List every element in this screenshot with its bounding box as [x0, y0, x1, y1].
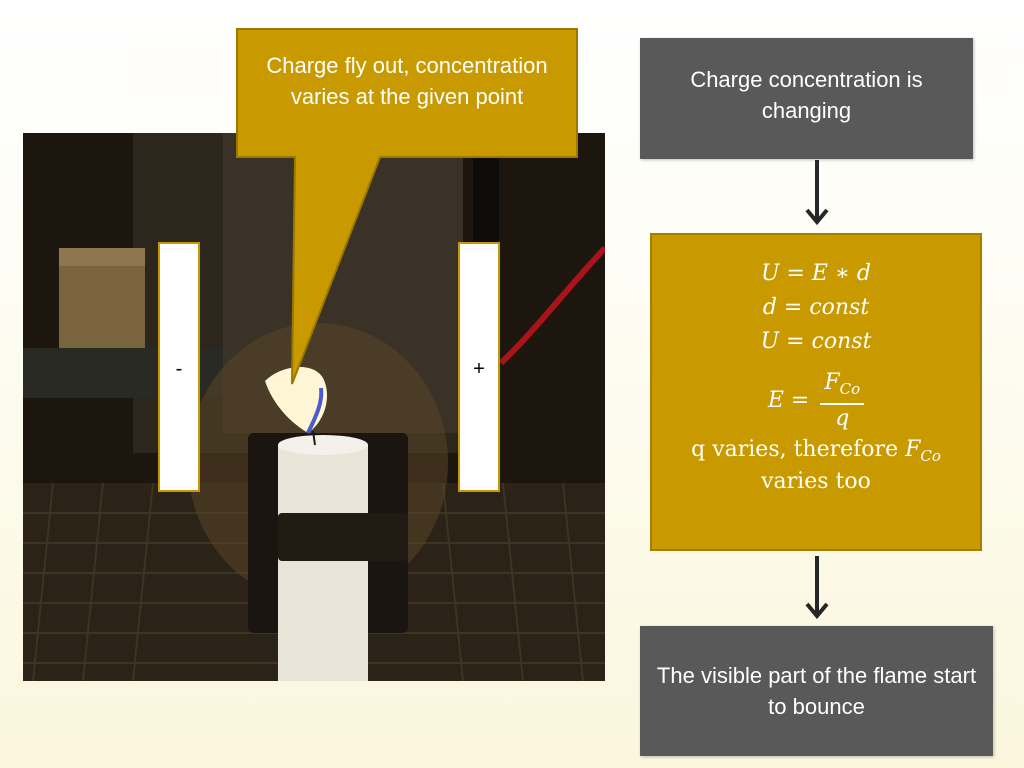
- fraction: FCo q: [820, 369, 865, 433]
- equation-u-equals-ed: U = E ∗ d: [760, 261, 872, 286]
- down-arrow-1: [805, 160, 829, 226]
- charge-concentration-text: Charge concentration is changing: [690, 66, 923, 123]
- equation-e-fraction: E = FCo q: [652, 369, 980, 433]
- q-varies-text: q varies, therefore FCo: [691, 437, 941, 465]
- positive-electrode-label: +: [473, 358, 485, 380]
- callout-text: Charge fly out, concentration varies at …: [266, 53, 548, 109]
- equations-box: U = E ∗ d d = const U = const E = FCo q …: [650, 233, 982, 551]
- equation-d-const: d = const: [762, 295, 870, 320]
- equation-e-lhs: E =: [767, 388, 810, 413]
- candle-photo: [23, 133, 605, 681]
- equation-u-const: U = const: [760, 329, 872, 354]
- charge-concentration-box: Charge concentration is changing: [640, 38, 973, 159]
- flame-bounce-box: The visible part of the flame start to b…: [640, 626, 993, 756]
- fraction-denominator: q: [835, 406, 850, 431]
- negative-electrode-plate: -: [158, 242, 200, 492]
- callout-bubble: [236, 28, 578, 385]
- candle-scene-graphic: [23, 133, 605, 681]
- flame-bounce-text: The visible part of the flame start to b…: [656, 663, 977, 719]
- varies-too-text: varies too: [761, 469, 871, 494]
- positive-electrode-plate: +: [458, 242, 500, 492]
- down-arrow-2: [805, 556, 829, 620]
- fraction-numerator: FCo: [820, 369, 865, 405]
- negative-electrode-label: -: [175, 358, 183, 380]
